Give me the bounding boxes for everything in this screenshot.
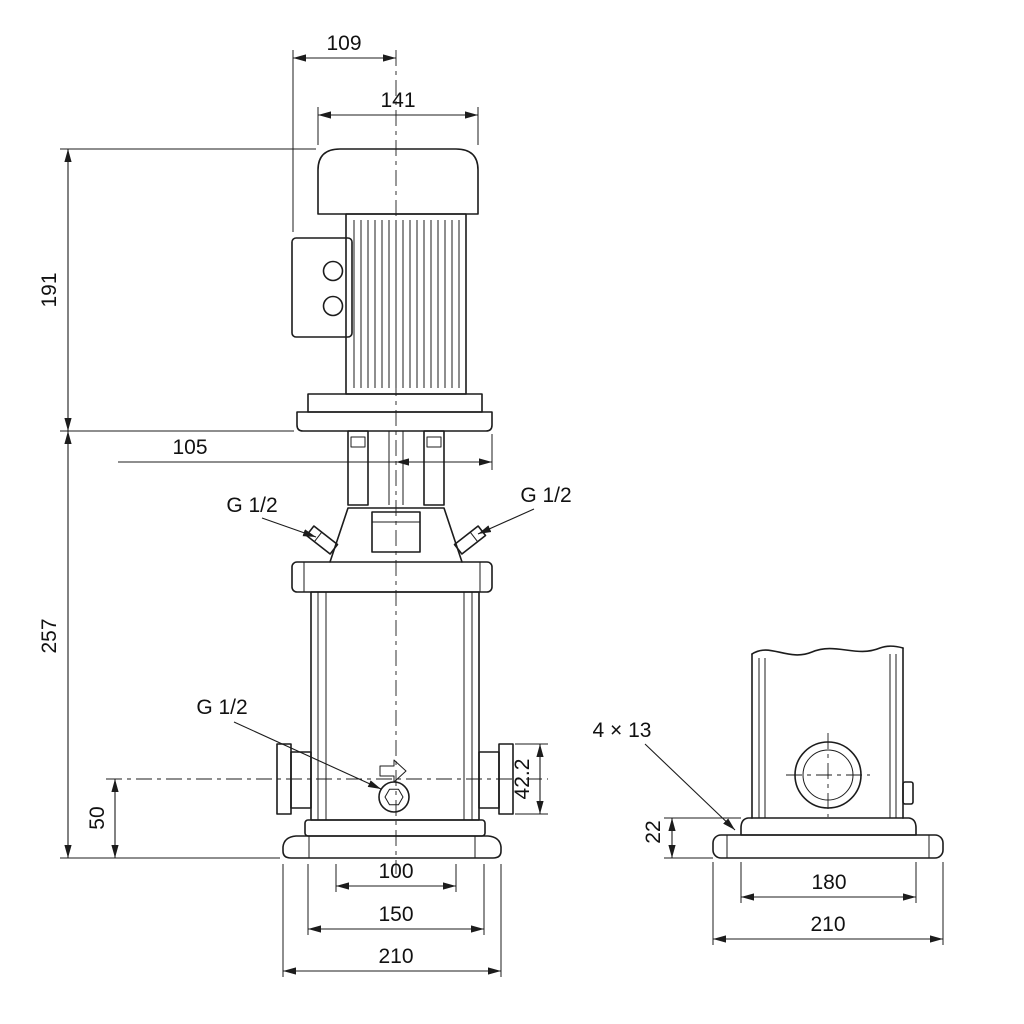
dimension-base-height: 22	[642, 817, 741, 859]
dim-label-109: 109	[326, 32, 361, 55]
base-plate	[282, 835, 502, 859]
vent-plug	[371, 511, 421, 553]
dimension-base-flange-width: 150	[307, 864, 485, 935]
dimension-pump-body-height: 257	[38, 431, 280, 859]
coupling-guard-right	[423, 430, 445, 506]
motor-fins	[353, 220, 460, 388]
plug-label-left: G 1/2	[226, 494, 277, 517]
drain-plug-hex	[384, 788, 404, 806]
dimension-port-center-height: 50	[86, 779, 119, 858]
dim-label-50: 50	[86, 806, 109, 829]
label-plug-left: G 1/2	[226, 494, 317, 538]
dim-label-141: 141	[380, 89, 415, 112]
dim-label-257: 257	[38, 618, 61, 653]
flow-arrow-icon	[379, 759, 407, 783]
side-tab	[902, 781, 914, 805]
base-flange	[304, 819, 486, 837]
motor-stool-flange	[296, 411, 493, 432]
dim-label-150: 150	[378, 903, 413, 926]
drain-label: G 1/2	[196, 696, 247, 719]
dimension-port-flange-height: 42.2	[511, 743, 548, 815]
drain-plug	[378, 781, 410, 813]
dim-label-191: 191	[38, 272, 61, 307]
terminal-box-gland-top	[322, 260, 344, 282]
side-base-plate	[712, 834, 944, 859]
side-staybolts	[758, 654, 897, 818]
dim-label-42-2: 42.2	[511, 759, 534, 800]
dimension-motor-width: 141	[317, 89, 479, 145]
guard-screw-left	[350, 436, 366, 448]
dimension-stool-offset: 105	[118, 434, 493, 470]
side-view: 4 × 13 22 180 210	[593, 645, 944, 945]
label-bolt-holes: 4 × 13	[593, 719, 736, 831]
dimension-motor-height: 191	[38, 148, 316, 432]
label-plug-right: G 1/2	[477, 484, 572, 535]
port-tube-right	[478, 751, 500, 809]
dimension-base-bolt-spacing: 100	[335, 860, 457, 892]
dimension-motor-cap-offset: 109	[292, 32, 396, 232]
motor-body	[345, 213, 467, 395]
pump-head	[329, 507, 463, 563]
terminal-box	[291, 237, 353, 338]
label-drain-plug: G 1/2	[196, 696, 382, 790]
port-tube-left	[290, 751, 312, 809]
bolt-holes-label: 4 × 13	[593, 719, 652, 742]
dim-label-22: 22	[642, 820, 665, 843]
side-base-flange	[740, 817, 917, 836]
dim-label-100: 100	[378, 860, 413, 883]
side-plug-right	[453, 525, 487, 555]
dimension-base-width-side: 210	[712, 862, 944, 945]
dim-label-210-front: 210	[378, 945, 413, 968]
head-flange	[291, 561, 493, 593]
coupling-guard-left	[347, 430, 369, 506]
front-view: 109 141 191 105 257	[38, 32, 572, 977]
motor-cap	[317, 148, 479, 215]
break-line	[751, 645, 904, 656]
staybolts	[317, 592, 473, 820]
pump-sleeve	[310, 591, 480, 821]
side-plug-left	[305, 525, 339, 555]
terminal-box-gland-bottom	[322, 295, 344, 317]
dim-label-210-side: 210	[810, 913, 845, 936]
dim-label-180: 180	[811, 871, 846, 894]
plug-label-right: G 1/2	[520, 484, 571, 507]
motor-flange	[307, 393, 483, 413]
dim-label-105: 105	[172, 436, 207, 459]
guard-screw-right	[426, 436, 442, 448]
dimension-base-width-front: 210	[282, 864, 502, 977]
dimension-base-hole-spacing: 180	[740, 862, 917, 903]
